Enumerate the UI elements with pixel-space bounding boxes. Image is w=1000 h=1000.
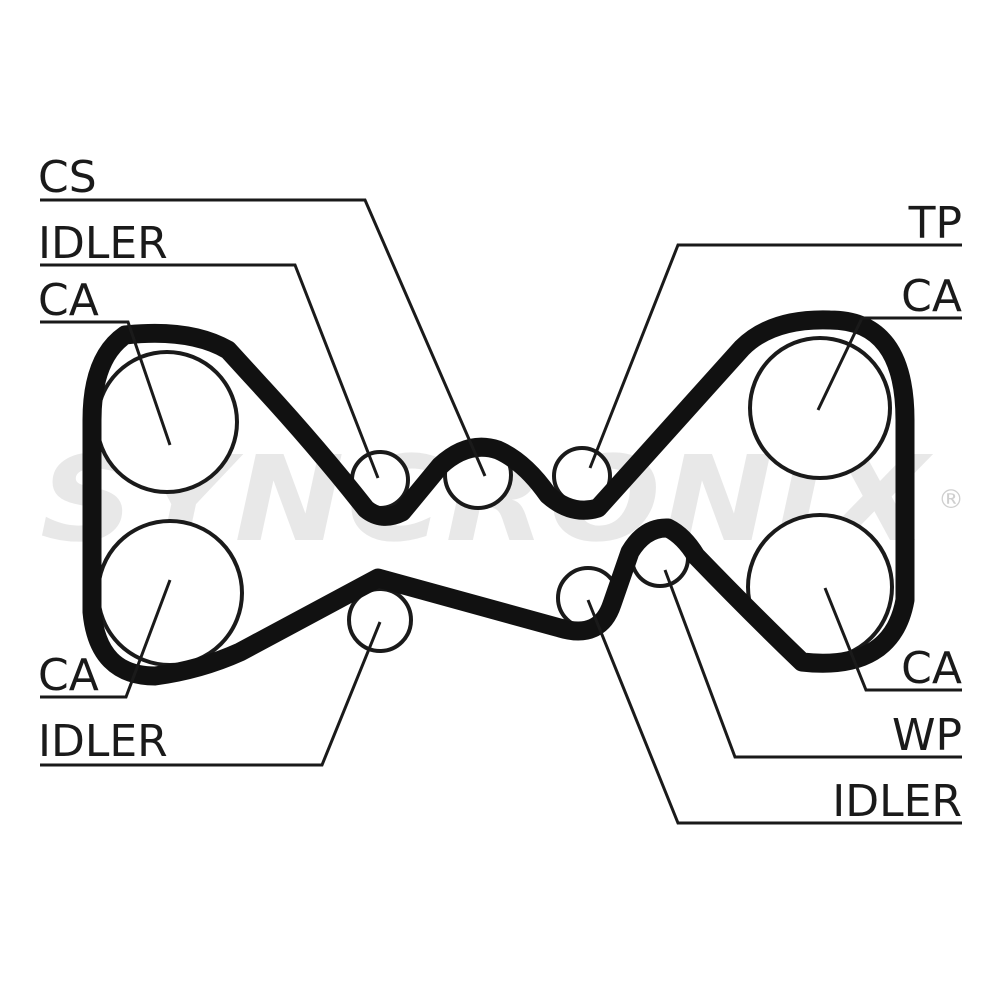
leader-idler-bottom-right: [586, 599, 962, 825]
leader-lines: [40, 198, 962, 825]
labels: CS IDLER CA CA IDLER TP CA CA WP IDLER: [38, 152, 962, 827]
camshaft-pulley-top-left: [95, 350, 239, 494]
timing-belt: [82, 310, 915, 686]
label-ca-bottom-right: CA: [901, 643, 962, 694]
label-ca-top-right: CA: [901, 271, 962, 322]
idler-pulley-bottom-left: [347, 587, 413, 653]
label-idler-top-left: IDLER: [38, 218, 168, 269]
label-tp: TP: [908, 198, 962, 249]
leader-ca-bottom-right: [823, 587, 962, 692]
leader-wp: [663, 569, 962, 759]
label-cs: CS: [38, 152, 97, 203]
leader-ca-top-right: [816, 316, 962, 411]
label-idler-bottom-left: IDLER: [38, 716, 168, 767]
leader-idler-bottom-left: [40, 621, 382, 767]
watermark-registered-mark: ®: [938, 485, 964, 515]
leader-tp: [588, 243, 962, 469]
leader-idler-top-left: [40, 263, 380, 479]
label-idler-bottom-right: IDLER: [832, 776, 962, 827]
label-ca-top-left: CA: [38, 275, 99, 326]
leader-ca-bottom-left: [40, 579, 172, 699]
pulleys: [95, 336, 894, 667]
leader-ca-top-left: [40, 320, 172, 446]
label-wp: WP: [892, 710, 962, 761]
label-ca-bottom-left: CA: [38, 650, 99, 701]
camshaft-pulley-bottom-left: [96, 519, 244, 667]
leader-cs: [40, 198, 487, 477]
